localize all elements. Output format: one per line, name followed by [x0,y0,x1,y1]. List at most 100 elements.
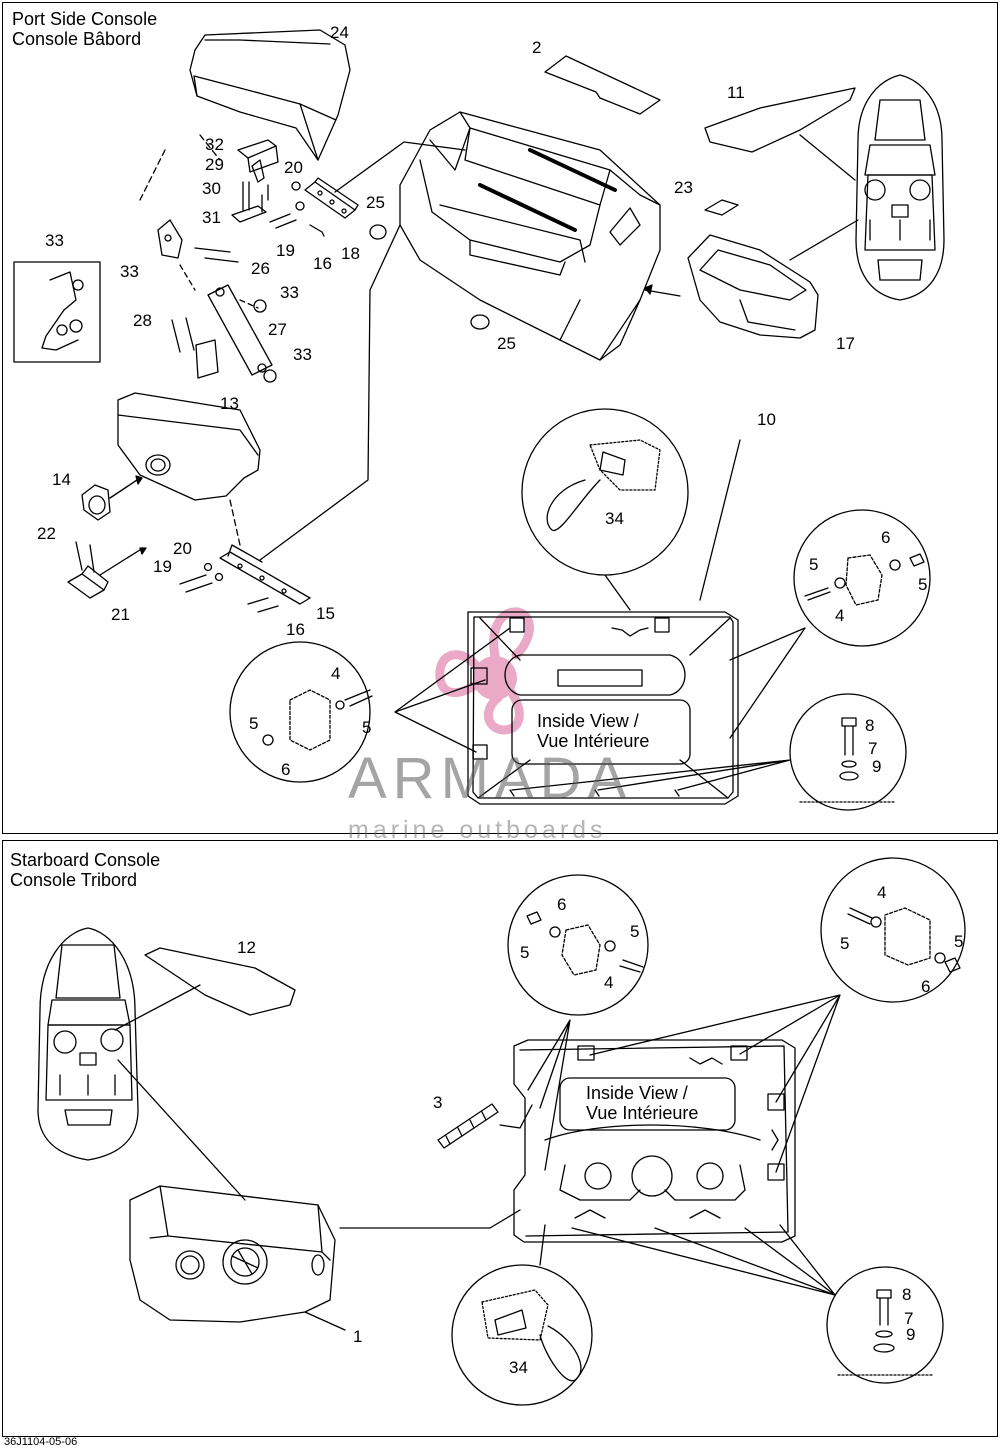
detail-circle-34-port [521,408,689,611]
starboard-inside-view-line1: Inside View / [586,1083,688,1103]
callout: 6 [881,528,890,547]
starboard-inside-view-panel [513,1039,796,1243]
assembly-leader-line-port [259,224,401,561]
starboard-section-title: Starboard Console Console Tribord [10,850,160,890]
callout: 34 [605,509,624,528]
starboard-callout-labels: 12 6 4 5 5 5 5 4 6 3 34 8 7 9 1 [237,883,963,1377]
port-inside-view-line2: Vue Intérieure [537,731,649,751]
part-15-hinge [179,499,311,613]
callout: 18 [341,244,360,263]
callout: 17 [836,334,855,353]
watermark-brand: ARMADA [348,746,632,811]
callout: 20 [284,158,303,177]
callout: 26 [251,259,270,278]
callout: 5 [954,932,963,951]
callout: 8 [865,716,874,735]
leaders-star-top-left [527,1019,571,1171]
part-27-arm [171,264,273,379]
starboard-title-en: Starboard Console [10,850,161,870]
detail-circle-bolt-port-left [229,641,373,783]
callout: 33 [120,262,139,281]
leaders-port-bottom [511,759,791,791]
callout: 33 [280,283,299,302]
watercraft-top-view-starboard [37,927,139,1161]
watercraft-top-view-port [855,74,945,301]
port-section-title: Port Side Console Console Bâbord [12,9,157,49]
leader-17 [789,219,859,261]
callout: 5 [249,714,258,733]
port-side-console-panel: Port Side Console Console Bâbord [2,2,998,834]
part-18-hinge [304,177,359,219]
callout: 4 [331,664,340,683]
callout: 5 [840,934,849,953]
callout: 6 [921,977,930,996]
part-11-pad [704,87,856,153]
port-inside-view-panel [467,611,739,805]
leaders-port-right [729,627,806,739]
detail-circle-bolt-starboard [507,874,649,1016]
callout: 2 [532,38,541,57]
part-33-cap [253,299,267,313]
callout: 5 [362,718,371,737]
callout: 29 [205,155,224,174]
leader-star-34 [539,1224,546,1266]
watermark-tagline: marine outboards [348,816,607,844]
part-25-knob [369,224,387,240]
leaders-star-top-right [589,994,841,1173]
leaders-port-left [394,627,511,753]
callout: 25 [497,334,516,353]
leader-12 [114,984,201,1031]
callout: 30 [202,179,221,198]
hinge-bracket-assembly [139,134,279,223]
callout: 11 [727,83,745,102]
callout: 5 [809,555,818,574]
callout: 27 [268,320,287,339]
callout: 7 [904,1309,913,1328]
callout: 21 [111,605,130,624]
callout: 5 [630,922,639,941]
detail-circle-bolt-starboard-right [820,857,966,1003]
leader-10 [699,439,741,601]
callout: 24 [330,23,349,42]
callout: 23 [674,178,693,197]
callout: 16 [286,620,305,639]
detail-circle-fastener-starboard [826,1266,944,1384]
callout: 6 [281,760,290,779]
starboard-title-fr: Console Tribord [10,870,138,890]
document-id: 36J1104-05-06 [4,1436,78,1448]
callout: 20 [173,539,192,558]
port-inside-view-line1: Inside View / [537,711,639,731]
part-17-tray [687,234,819,339]
leaders-star-bottom [571,1224,836,1296]
callout: 32 [205,135,224,154]
callout: 14 [52,470,71,489]
callout: 19 [276,241,295,260]
part-2-pad [544,55,661,115]
callout: 9 [906,1325,915,1344]
callout: 33 [293,345,312,364]
detail-circle-34-starboard [451,1264,593,1406]
callout: 4 [604,973,613,992]
detail-circle-bolt-port [793,509,931,647]
leader-11 [799,134,856,181]
callout: 7 [868,739,877,758]
assembly-leader-line-2 [334,141,466,193]
port-callout-labels: 24 2 11 32 29 20 30 25 23 31 19 18 33 16… [37,23,927,779]
inset-part-33 [13,261,101,363]
part-33-cap-lower [263,369,277,383]
part-1-starboard-console [117,1059,521,1331]
upper-fasteners [269,181,325,237]
part-21-latch [67,541,147,599]
starboard-inside-view-line2: Vue Intérieure [586,1103,698,1123]
callout: 4 [877,883,886,902]
callout: 16 [313,254,332,273]
callout: 3 [433,1093,442,1112]
part-26-bracket [157,219,239,263]
callout: 10 [757,410,776,429]
port-title-en: Port Side Console [12,9,158,29]
part-14-lock [81,475,143,521]
callout: 28 [133,311,152,330]
callout: 4 [835,606,844,625]
part-13-lid [117,392,261,501]
